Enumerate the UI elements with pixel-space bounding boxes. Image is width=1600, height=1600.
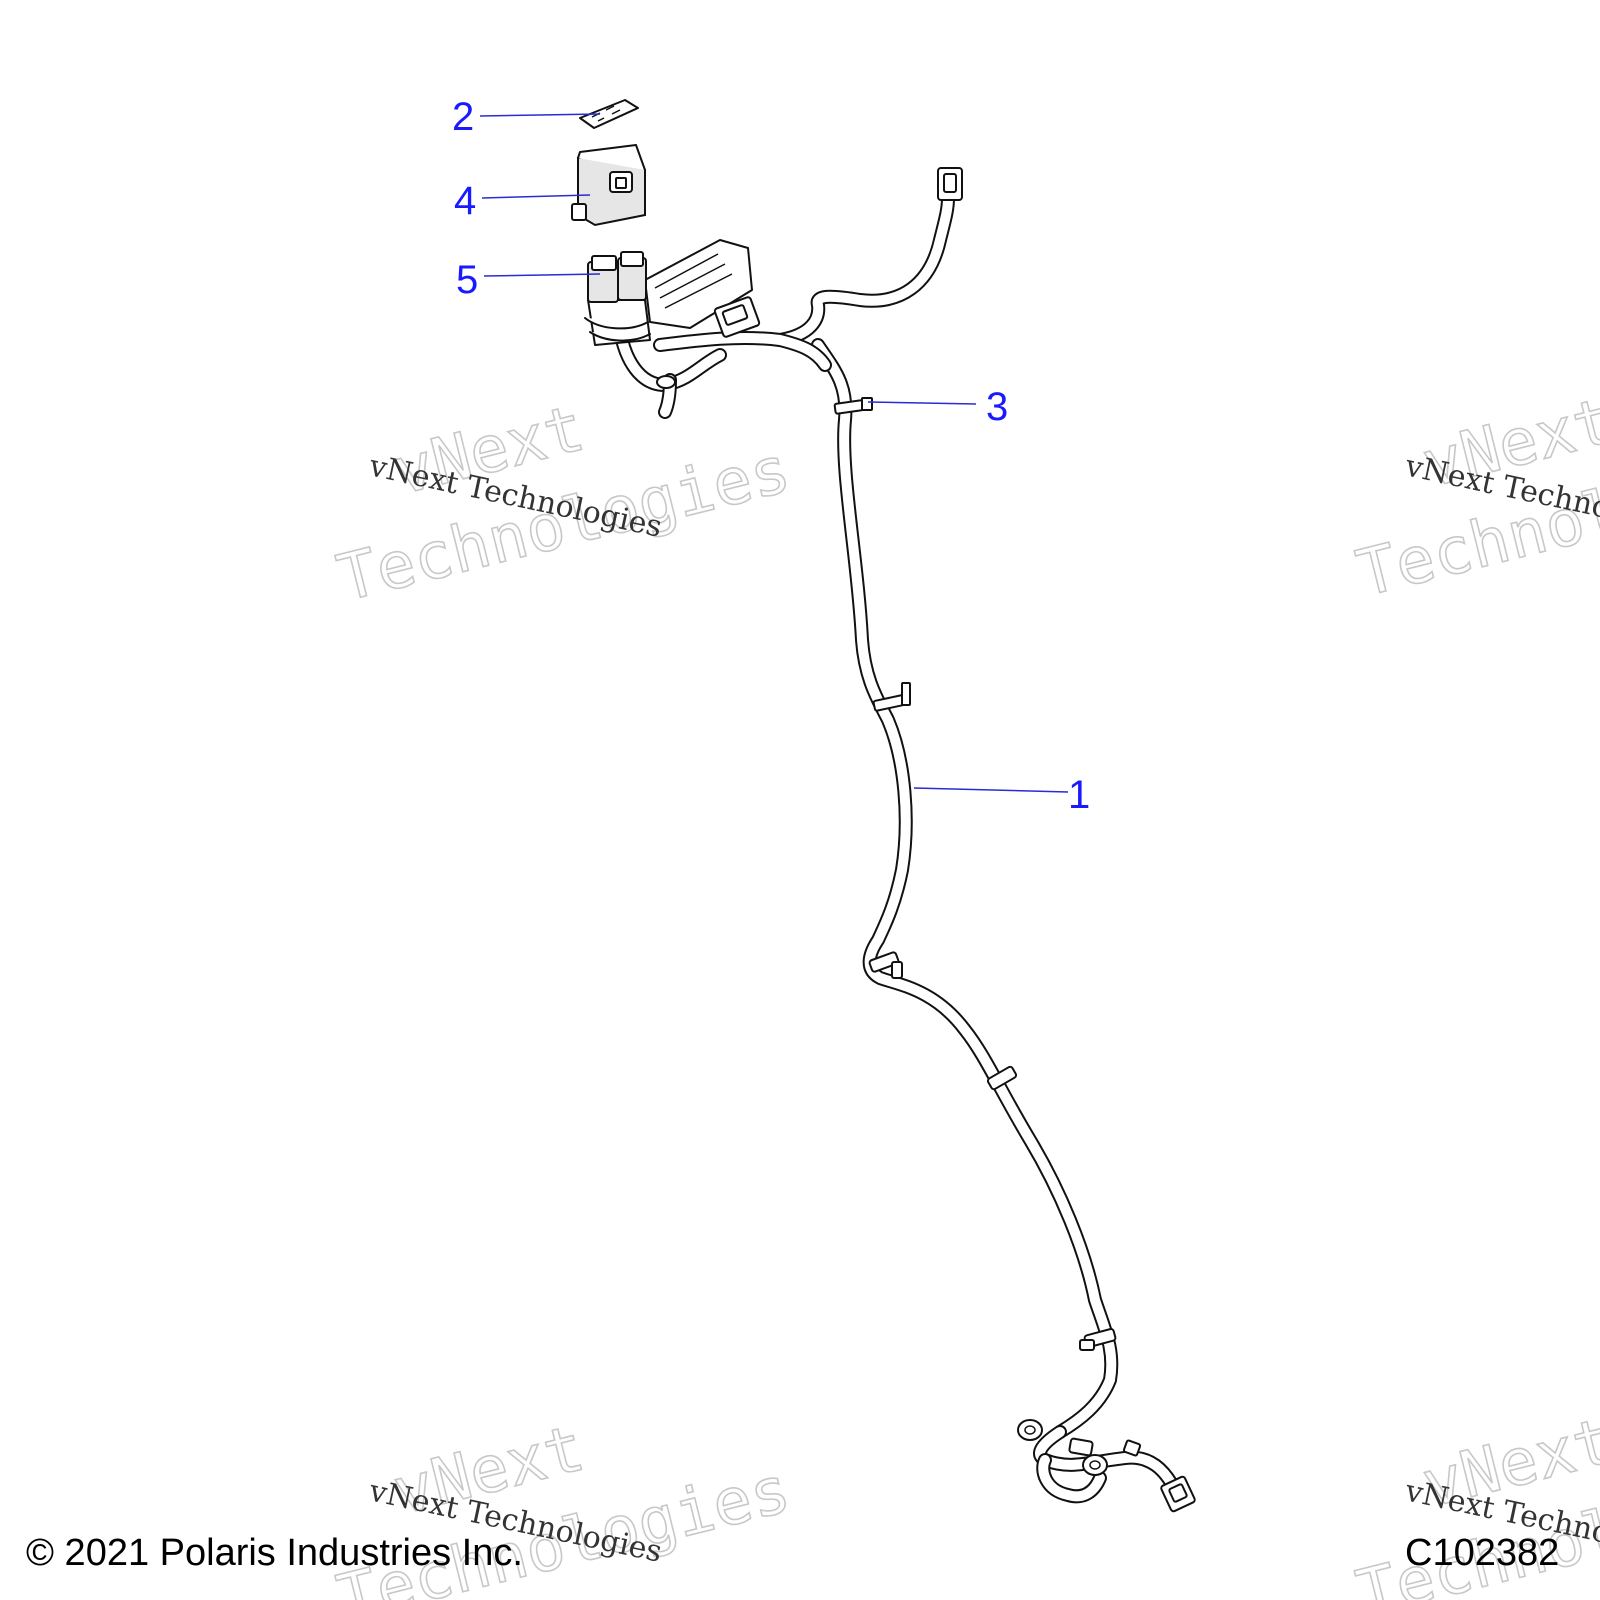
- leader-line-1: [913, 787, 1069, 793]
- fuse-relay-box: [584, 239, 761, 346]
- leader-line-5: [483, 273, 601, 277]
- callout-2: 2: [452, 95, 474, 139]
- callout-1: 1: [1068, 773, 1090, 817]
- callout-3: 3: [986, 385, 1008, 429]
- cable-tie-1: [833, 397, 873, 415]
- leader-line-2: [479, 113, 601, 117]
- cable-tie-3: [868, 951, 903, 979]
- leader-line-4: [481, 194, 591, 199]
- figure-id: C102382: [1405, 1532, 1560, 1574]
- harness-cable: [613, 191, 1119, 1439]
- callout-4: 4: [454, 179, 476, 223]
- leader-line-3: [867, 401, 977, 405]
- label-decal: [579, 99, 639, 129]
- bottom-terminals: [1017, 1419, 1196, 1513]
- cable-tie-4: [986, 1065, 1018, 1091]
- cable-tie-5: [1079, 1327, 1117, 1351]
- relay-block: [587, 251, 647, 303]
- cable-tie-2: [872, 682, 911, 712]
- relay-cover: [571, 144, 646, 227]
- top-right-connector: [937, 167, 963, 201]
- copyright-notice: © 2021 Polaris Industries Inc.: [26, 1532, 523, 1574]
- callout-5: 5: [456, 258, 478, 302]
- mounting-strap: [656, 373, 677, 419]
